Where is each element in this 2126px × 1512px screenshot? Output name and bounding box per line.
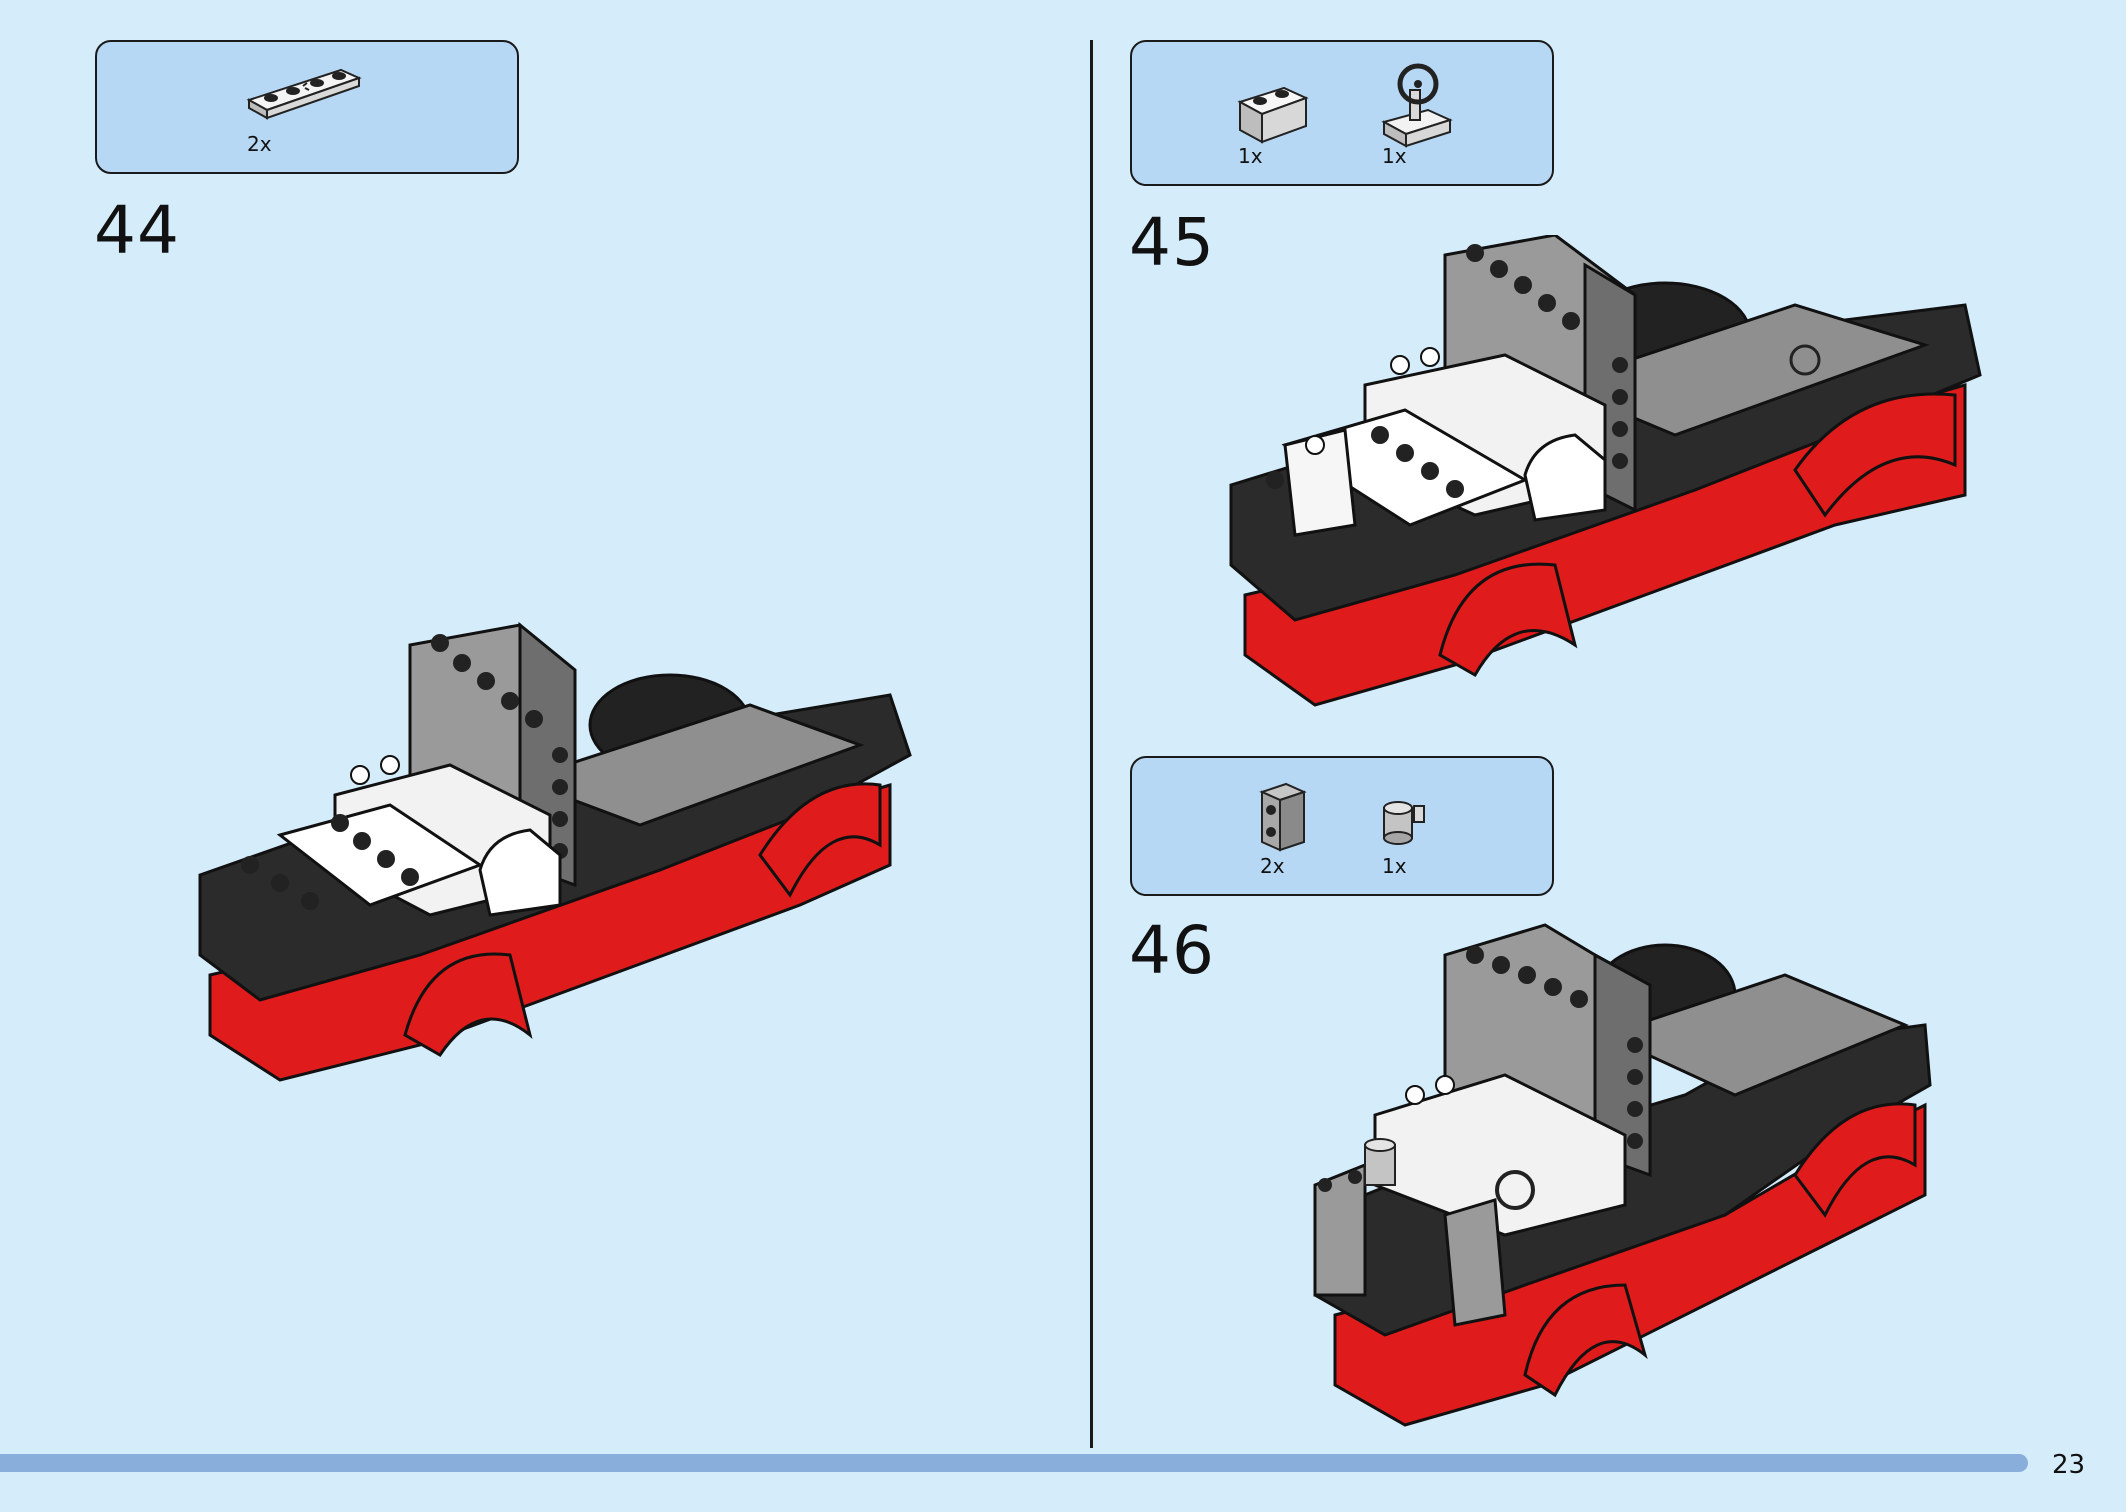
part-quantity: 2x <box>1260 854 1285 878</box>
step-number-46: 46 <box>1129 912 1215 989</box>
progress-bar <box>0 1454 2028 1472</box>
part-quantity: 2x <box>247 132 272 156</box>
step-number-44: 44 <box>94 192 180 269</box>
part-quantity: 1x <box>1382 144 1407 168</box>
white-brick-1x2-icon <box>1237 86 1309 144</box>
step-number-45: 45 <box>1129 204 1215 281</box>
step-44-parts-callout: 2x <box>95 40 519 174</box>
car-build-step-45-illustration <box>1229 235 1982 707</box>
part-quantity: 1x <box>1382 854 1407 878</box>
car-build-step-46-illustration <box>1313 923 1932 1427</box>
car-build-step-44-illustration <box>198 621 912 1082</box>
part-quantity: 1x <box>1238 144 1263 168</box>
page-column-divider <box>1090 40 1093 1448</box>
page-number: 23 <box>2052 1450 2086 1480</box>
step-45-parts-callout: 1x 1x <box>1130 40 1554 186</box>
silver-round-cylinder-icon <box>1383 801 1425 845</box>
steering-wheel-icon <box>1381 63 1453 148</box>
step-46-parts-callout: 2x 1x <box>1130 756 1554 896</box>
white-plate-1x4-icon <box>246 68 362 120</box>
gray-brick-side-studs-icon <box>1259 782 1307 852</box>
